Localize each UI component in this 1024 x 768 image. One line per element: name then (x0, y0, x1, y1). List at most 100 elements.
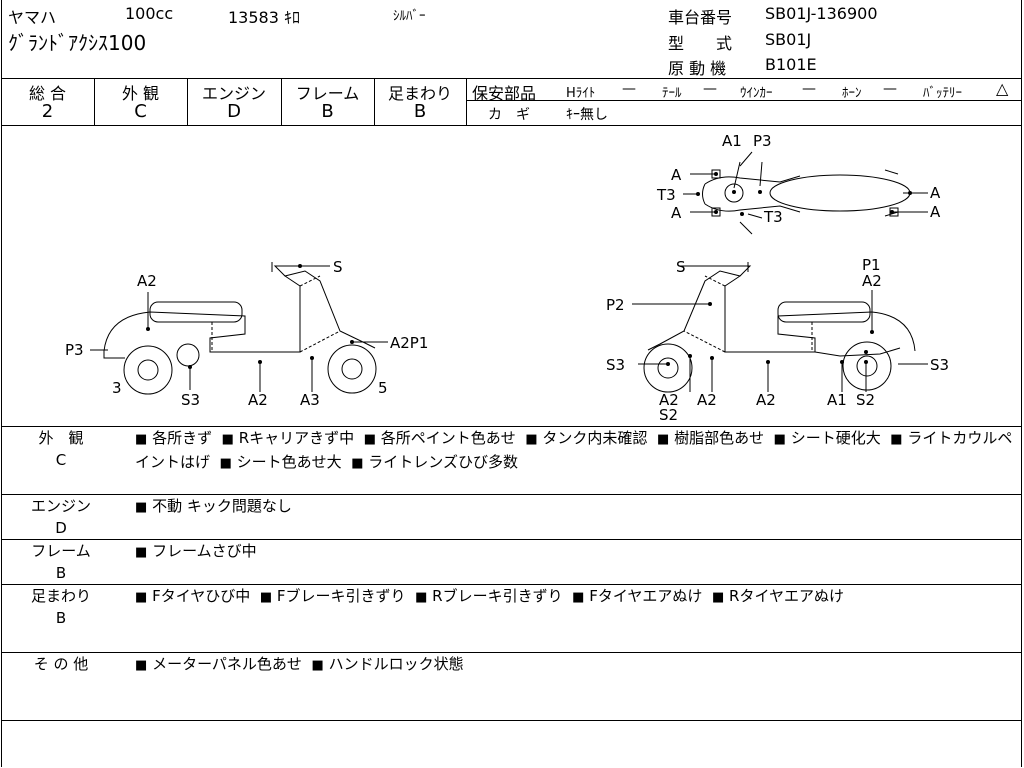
label-right-s3-right: S3 (930, 356, 949, 374)
section-title: エンジン (30, 497, 91, 515)
bullet: ■ (656, 432, 670, 447)
label-right-a2-front: A2 (659, 391, 679, 409)
label-right-s3-left: S3 (606, 356, 625, 374)
grade-label-suspension: 足まわり (387, 84, 452, 103)
label-left-s: S (333, 258, 343, 276)
note-item: Fタイヤエアぬけ (589, 587, 703, 605)
bullet: ■ (572, 590, 585, 605)
note-item: 各所きず (152, 429, 213, 447)
section-label-suspension: 足まわり B (16, 585, 106, 629)
section-label-other: そ の 他 (16, 653, 106, 675)
label-left-a2-bottom: A2 (248, 391, 268, 409)
model-name: ｸﾞﾗﾝﾄﾞｱｸｼｽ100 (8, 31, 147, 55)
note-item: Rブレーキ引きずり (432, 587, 563, 605)
damage-diagram: A1 P3 A T3 A T3 A A S A2 P3 A2P1 3 S3 A2… (65, 132, 949, 424)
note-item: 不動 キック問題なし (152, 497, 292, 515)
section-items-suspension: ■ Fタイヤひび中 ■ Fブレーキ引きずり ■ Rブレーキ引きずり ■ Fタイヤ… (135, 585, 1015, 609)
damage-points (146, 172, 912, 369)
bullet: ■ (221, 432, 234, 447)
divider (1, 584, 1022, 585)
section-label-exterior: 外 観 C (16, 427, 106, 471)
section-title: 足まわり (30, 587, 91, 605)
bullet: ■ (135, 590, 148, 605)
divider (466, 100, 1022, 101)
bullet: ■ (363, 432, 376, 447)
label-top-a-upper-left: A (671, 166, 682, 184)
engine-label: 原 動 機 (668, 59, 727, 78)
scooter-left-view (103, 262, 377, 395)
bullet: ■ (525, 432, 538, 447)
grade-label-exterior: 外 観 (121, 84, 160, 103)
note-item: Fタイヤひび中 (152, 587, 251, 605)
label-right-a2-mid: A2 (697, 391, 717, 409)
label-right-p2: P2 (606, 296, 625, 314)
divider (1, 426, 1022, 427)
label-right-a2-top: A2 (862, 272, 882, 290)
leader-lines (90, 161, 928, 392)
section-items-engine: ■ 不動 キック問題なし (135, 495, 1015, 519)
type-label: 型 式 (668, 34, 733, 53)
key-label: カ ギ (488, 107, 530, 123)
label-right-p1: P1 (862, 256, 881, 274)
label-right-s: S (676, 258, 686, 276)
note-item: メーターパネル色あせ (152, 655, 302, 673)
safety-status-headlight: — (622, 81, 636, 97)
label-top-a1: A1 (722, 132, 742, 150)
note-item: シート色あせ大 (236, 453, 342, 471)
divider (1, 652, 1022, 653)
bullet: ■ (415, 590, 428, 605)
label-top-a-lower-left: A (671, 204, 682, 222)
label-right-a2-floor: A2 (756, 391, 776, 409)
label-left-5: 5 (378, 379, 388, 397)
label-left-a2-top: A2 (137, 272, 157, 290)
grade-value-suspension: B (413, 101, 427, 122)
bullet: ■ (135, 500, 148, 515)
label-left-a3: A3 (300, 391, 320, 409)
label-left-s3: S3 (181, 391, 200, 409)
safety-item-battery: ﾊﾞｯﾃﾘｰ (923, 86, 962, 101)
divider (374, 78, 375, 125)
safety-item-winker: ｳｲﾝｶｰ (740, 86, 773, 101)
divider (1, 125, 1022, 126)
label-left-a2p1: A2P1 (390, 334, 428, 352)
grade-label-frame: フレーム (295, 84, 360, 103)
safety-status-tail: — (703, 81, 717, 97)
label-right-a1: A1 (827, 391, 847, 409)
label-top-a-upper-right: A (930, 184, 941, 202)
key-value: ｷｰ無し (566, 107, 608, 123)
frame-no-label: 車台番号 (668, 8, 733, 27)
note-item: Fブレーキ引きずり (276, 587, 406, 605)
note-item: 樹脂部色あせ (674, 429, 765, 447)
safety-status-winker: — (802, 81, 816, 97)
section-grade: B (55, 564, 67, 582)
section-grade: C (55, 451, 67, 469)
bullet: ■ (351, 456, 364, 471)
label-right-s2-front: S2 (659, 406, 678, 424)
engine-value: B101E (765, 55, 817, 74)
section-items-exterior: ■ 各所きず ■ Rキャリアきず中 ■ 各所ペイント色あせ ■ タンク内未確認 … (135, 427, 1015, 475)
note-item: Rキャリアきず中 (238, 429, 355, 447)
note-item: タンク内未確認 (542, 429, 648, 447)
section-items-other: ■ メーターパネル色あせ ■ ハンドルロック状態 (135, 653, 1015, 677)
bullet: ■ (219, 456, 232, 471)
label-top-p3: P3 (753, 132, 772, 150)
note-item: シート硬化大 (790, 429, 881, 447)
section-title: フレーム (31, 542, 91, 560)
grade-label-engine: エンジン (201, 84, 266, 103)
displacement: 100cc (125, 4, 174, 23)
divider (1, 720, 1022, 721)
bullet: ■ (711, 590, 725, 605)
divider (1, 494, 1022, 495)
divider (187, 78, 188, 125)
divider (281, 78, 282, 125)
safety-label: 保安部品 (472, 84, 537, 103)
frame-no: SB01J-136900 (765, 4, 878, 23)
note-item: フレームさび中 (152, 542, 257, 560)
mileage: 13583 ｷﾛ (228, 8, 300, 27)
grade-value-frame: B (321, 101, 334, 122)
divider (1, 78, 1022, 79)
section-grade: B (55, 609, 67, 627)
bullet: ■ (311, 658, 324, 673)
safety-status-battery: △ (996, 79, 1009, 98)
grade-value-exterior: C (134, 101, 147, 122)
